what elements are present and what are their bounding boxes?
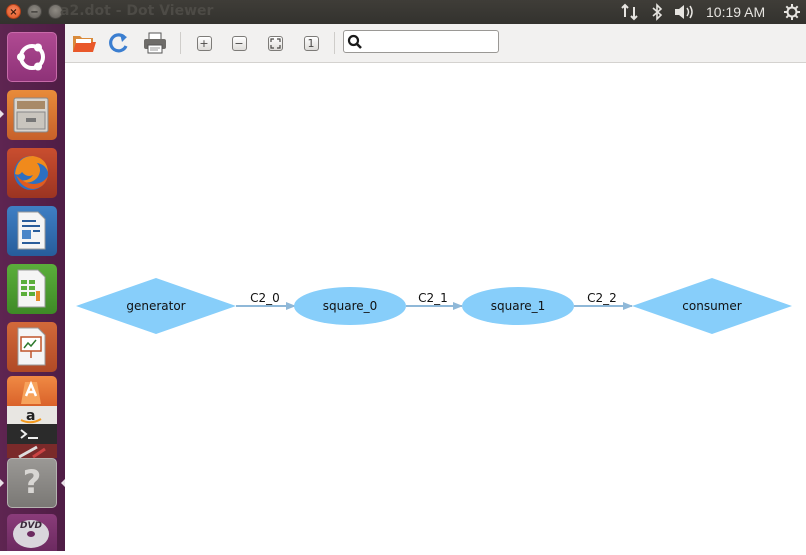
- zoom-out-icon: −: [231, 35, 247, 51]
- bluetooth-icon[interactable]: [650, 3, 664, 25]
- document-icon: [17, 211, 46, 250]
- svg-text:a: a: [26, 408, 35, 424]
- launcher-running-indicator: [0, 110, 4, 118]
- node-label: square_1: [491, 299, 546, 313]
- launcher-item-dash[interactable]: [7, 32, 57, 82]
- launcher-focus-indicator: [61, 479, 65, 487]
- maximize-window-button[interactable]: [48, 4, 63, 19]
- zoom-in-button[interactable]: +: [191, 30, 217, 56]
- firefox-icon: [14, 156, 48, 190]
- launcher-item-calc[interactable]: [7, 264, 57, 314]
- folder-open-icon: [73, 36, 96, 52]
- minimize-window-button[interactable]: −: [27, 4, 42, 19]
- file-cabinet-icon: [13, 97, 49, 133]
- graph-node-square-0[interactable]: [294, 287, 406, 325]
- search-icon: [347, 34, 362, 49]
- shopping-bag-icon: [21, 380, 41, 404]
- search-box[interactable]: [343, 30, 499, 53]
- edge-label: C2_1: [418, 291, 448, 305]
- ubuntu-icon: [17, 43, 45, 71]
- launcher-item-dvd[interactable]: DVD: [7, 514, 57, 551]
- node-label: square_0: [323, 299, 378, 313]
- print-button[interactable]: [142, 30, 168, 56]
- network-icon[interactable]: [620, 3, 640, 25]
- node-label: consumer: [682, 299, 741, 313]
- launcher-item-writer[interactable]: [7, 206, 57, 256]
- open-button[interactable]: [71, 30, 97, 56]
- zoom-fit-button[interactable]: [262, 30, 288, 56]
- printer-icon: [144, 32, 166, 54]
- launcher-item-firefox[interactable]: [7, 148, 57, 198]
- search-input[interactable]: [364, 33, 498, 52]
- zoom-in-icon: +: [196, 35, 212, 51]
- launcher-item-amazon[interactable]: a: [7, 406, 57, 424]
- graph-svg: C2_0 C2_1 C2_2 generator square_0 square…: [76, 278, 792, 334]
- question-icon: ?: [22, 463, 42, 501]
- edge-label: C2_0: [250, 291, 280, 305]
- toolbar-separator: [180, 32, 181, 54]
- gear-icon[interactable]: [783, 3, 801, 25]
- zoom-out-button[interactable]: −: [226, 30, 252, 56]
- terminal-icon: [20, 429, 38, 439]
- launcher-item-terminal[interactable]: [7, 424, 57, 444]
- launcher-item-impress[interactable]: [7, 322, 57, 372]
- node-label: generator: [126, 299, 185, 313]
- top-panel: × − a2.dot - Dot Viewer 10:19 AM: [0, 0, 806, 24]
- refresh-icon: [109, 33, 128, 53]
- volume-icon[interactable]: [673, 3, 697, 25]
- launcher-item-files[interactable]: [7, 90, 57, 140]
- zoom-100-button[interactable]: 1: [298, 30, 324, 56]
- graph-node-consumer[interactable]: [632, 278, 792, 334]
- zoom-original-icon: 1: [303, 35, 319, 51]
- toolbar-separator: [334, 32, 335, 54]
- toolbar: + − 1: [65, 24, 806, 63]
- launcher-running-indicator: [0, 479, 4, 487]
- launcher-item-software-center[interactable]: [7, 376, 57, 406]
- edge-label: C2_2: [587, 291, 617, 305]
- launcher-item-help[interactable]: ?: [7, 458, 57, 508]
- clock[interactable]: 10:19 AM: [706, 4, 766, 20]
- graph-canvas[interactable]: C2_0 C2_1 C2_2 generator square_0 square…: [65, 63, 806, 551]
- zoom-fit-icon: [267, 35, 283, 51]
- graph-node-generator[interactable]: [76, 278, 236, 334]
- launcher-item-settings[interactable]: [7, 444, 57, 458]
- presentation-icon: [17, 327, 46, 366]
- spreadsheet-icon: [17, 269, 46, 308]
- dvd-label: DVD: [20, 521, 42, 531]
- amazon-icon: a: [20, 408, 42, 424]
- window-title: a2.dot - Dot Viewer: [60, 3, 214, 19]
- dvd-icon: [13, 520, 49, 548]
- launcher: a ? DVD: [0, 24, 66, 551]
- graph-node-square-1[interactable]: [462, 287, 574, 325]
- wrench-icon: [18, 445, 46, 458]
- close-window-button[interactable]: ×: [6, 4, 21, 19]
- reload-button[interactable]: [106, 30, 132, 56]
